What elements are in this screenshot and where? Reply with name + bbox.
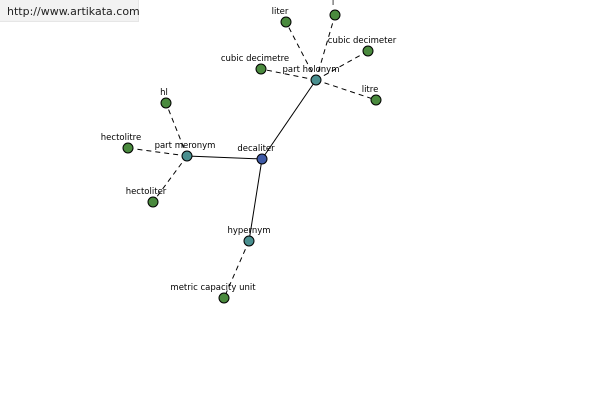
edge-hectoliter — [152, 155, 188, 203]
term-label-hectoliter[interactable]: hectoliter — [126, 187, 167, 197]
term-node-hl[interactable] — [160, 97, 172, 109]
center-label[interactable]: decaliter — [237, 144, 275, 154]
term-node-litre[interactable] — [370, 94, 382, 106]
edge-hectolitre — [127, 147, 188, 157]
edge-liter — [285, 21, 317, 81]
term-node-cubic-decimetre[interactable] — [255, 63, 267, 75]
term-label-liter[interactable]: liter — [272, 7, 289, 17]
relation-label-hypernym[interactable]: hypernym — [227, 226, 270, 236]
term-label-litre[interactable]: litre — [362, 85, 379, 95]
site-url-banner: http://www.artikata.com — [0, 0, 140, 22]
graph-labels: decaliter hypernym part meronym part holony… — [101, 0, 397, 293]
term-label-hl[interactable]: hl — [160, 88, 168, 98]
term-node-l[interactable] — [329, 9, 341, 21]
term-node-hectoliter[interactable] — [147, 196, 159, 208]
term-node-hectolitre[interactable] — [122, 142, 134, 154]
edge-hl — [165, 102, 188, 157]
center-node-decaliter[interactable] — [256, 153, 268, 165]
edge-part-holonym — [261, 79, 317, 160]
term-label-cubic-decimeter[interactable]: cubic decimeter — [328, 36, 397, 46]
relation-node-part-holonym[interactable] — [310, 74, 322, 86]
edge-metric-capacity-unit — [223, 240, 250, 299]
term-label-metric-capacity-unit[interactable]: metric capacity unit — [170, 283, 256, 293]
site-url-link[interactable]: http://www.artikata.com — [7, 5, 140, 18]
edge-part-meronym — [186, 155, 263, 160]
graph-edges — [127, 14, 377, 299]
term-label-l[interactable]: l — [332, 0, 334, 8]
edge-hypernym — [248, 158, 263, 242]
edge-cubic-decimetre — [260, 68, 317, 81]
relation-label-part-meronym[interactable]: part meronym — [155, 141, 216, 151]
relation-node-hypernym[interactable] — [243, 235, 255, 247]
term-node-cubic-decimeter[interactable] — [362, 45, 374, 57]
relation-node-part-meronym[interactable] — [181, 150, 193, 162]
graph-nodes — [122, 9, 382, 304]
edge-litre — [315, 79, 377, 101]
relation-label-part-holonym[interactable]: part holonym — [283, 65, 340, 75]
edge-l — [315, 14, 336, 81]
edge-cubic-decimeter — [315, 50, 369, 81]
term-label-hectolitre[interactable]: hectolitre — [101, 133, 141, 143]
term-label-cubic-decimetre[interactable]: cubic decimetre — [221, 54, 289, 64]
term-node-liter[interactable] — [280, 16, 292, 28]
term-node-metric-capacity-unit[interactable] — [218, 292, 230, 304]
